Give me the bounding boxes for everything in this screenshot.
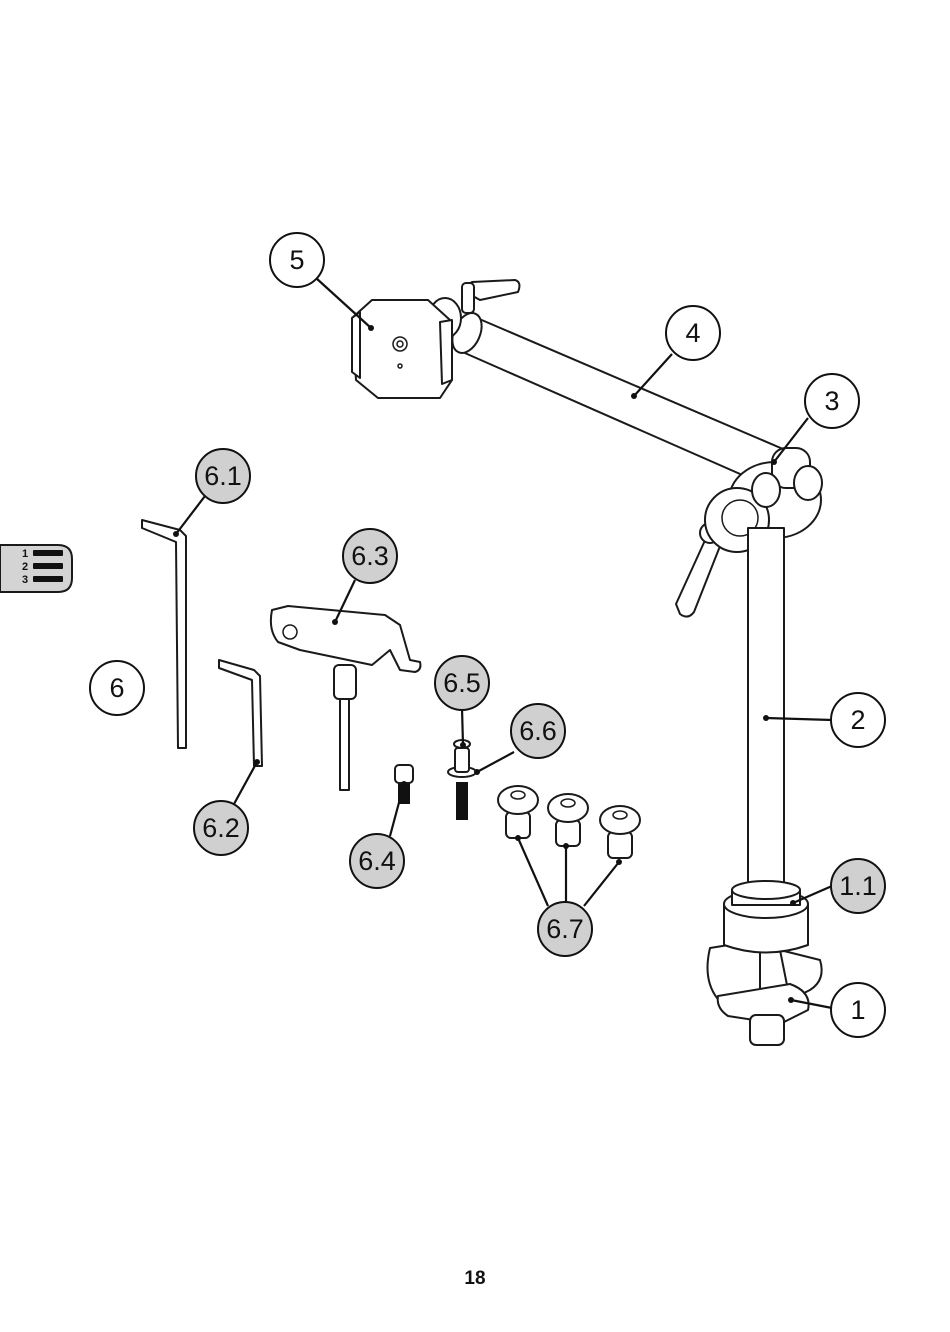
toc-tab[interactable]: 1 2 3 — [0, 545, 72, 592]
insert-6-7-c — [600, 806, 640, 865]
insert-6-7-a — [498, 786, 538, 841]
toc-line-3: 3 — [22, 574, 28, 586]
leader-6-6 — [477, 752, 514, 772]
callout-5: 5 — [270, 233, 324, 287]
leader-6-7-a — [518, 838, 548, 906]
svg-text:6.1: 6.1 — [204, 461, 242, 491]
page-number: 18 — [0, 1268, 950, 1290]
hex-key-6-2 — [219, 660, 262, 766]
callout-6-3: 6.3 — [343, 529, 397, 583]
leader-4 — [634, 354, 672, 396]
hex-key-6-1 — [142, 520, 186, 748]
callout-6-6: 6.6 — [511, 704, 565, 758]
svg-text:6.3: 6.3 — [351, 541, 389, 571]
svg-text:3: 3 — [824, 386, 839, 416]
callout-6-1: 6.1 — [196, 449, 250, 503]
svg-text:6.4: 6.4 — [358, 846, 396, 876]
leader-6-5 — [462, 708, 463, 745]
svg-text:2: 2 — [850, 705, 865, 735]
callout-6-5: 6.5 — [435, 656, 489, 710]
toc-line-2: 2 — [22, 561, 28, 573]
leader-6-2 — [234, 762, 257, 804]
callout-6-7: 6.7 — [538, 902, 592, 956]
arm-tube-4 — [447, 309, 790, 488]
svg-text:1: 1 — [850, 995, 865, 1025]
insert-6-7-b — [548, 794, 588, 849]
callout-6-2: 6.2 — [194, 801, 248, 855]
callout-3: 3 — [805, 374, 859, 428]
toc-line-1: 1 — [22, 548, 28, 560]
t-handle-6-3 — [271, 606, 421, 790]
leader-6-4 — [390, 784, 404, 836]
svg-text:1.1: 1.1 — [839, 871, 877, 901]
leader-6-7-c — [584, 862, 619, 906]
svg-text:6: 6 — [109, 673, 124, 703]
callout-4: 4 — [666, 306, 720, 360]
svg-text:6.6: 6.6 — [519, 716, 557, 746]
callout-6-4: 6.4 — [350, 834, 404, 888]
callout-2: 2 — [831, 693, 885, 747]
callout-1-1: 1.1 — [831, 859, 885, 913]
svg-text:6.5: 6.5 — [443, 668, 481, 698]
inserts-6-7 — [498, 786, 640, 865]
svg-text:5: 5 — [289, 245, 304, 275]
bolt-6-5 — [448, 740, 480, 820]
callout-1: 1 — [831, 983, 885, 1037]
svg-text:6.2: 6.2 — [202, 813, 240, 843]
base-clamp-1 — [708, 881, 822, 1045]
svg-text:6.7: 6.7 — [546, 914, 584, 944]
svg-text:4: 4 — [685, 318, 700, 348]
leader-5 — [316, 278, 371, 328]
leader-6-1 — [176, 496, 205, 534]
callout-6: 6 — [90, 661, 144, 715]
